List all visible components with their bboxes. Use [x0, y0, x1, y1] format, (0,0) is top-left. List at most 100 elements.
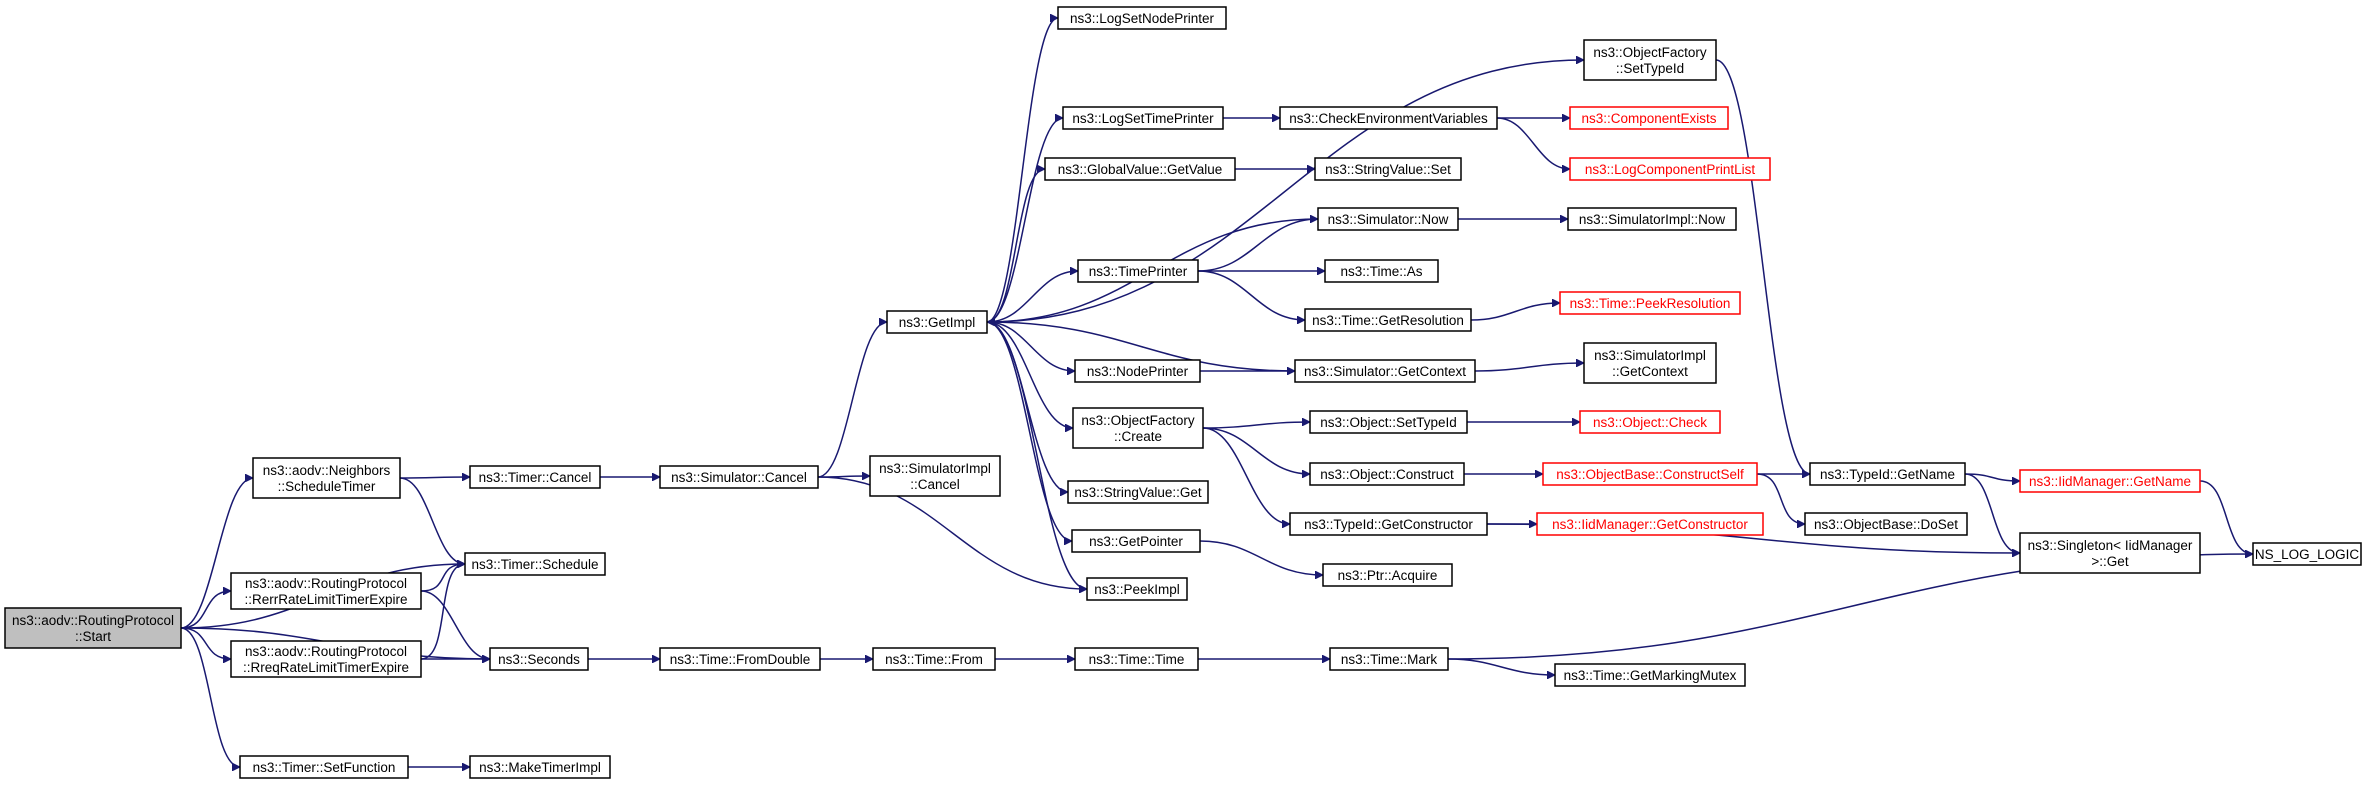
node-box — [659, 647, 821, 671]
node-iidgetconstructor[interactable]: ns3::IidManager::GetConstructor — [1536, 512, 1764, 536]
node-label: ::Create — [1114, 429, 1162, 444]
node-label: ns3::NodePrinter — [1087, 364, 1189, 379]
node-timefrom[interactable]: ns3::Time::From — [872, 647, 996, 671]
node-getimpl[interactable]: ns3::GetImpl — [886, 310, 988, 334]
node-label: >::Get — [2091, 554, 2128, 569]
node-label: ns3::Seconds — [498, 652, 580, 667]
node-simnow[interactable]: ns3::Simulator::Now — [1317, 207, 1459, 231]
edge-objfactorycreate-to-objsettypeid — [1202, 422, 1310, 429]
node-peekimpl[interactable]: ns3::PeekImpl — [1086, 577, 1188, 601]
node-getpointer[interactable]: ns3::GetPointer — [1071, 529, 1201, 553]
node-label: ns3::SimulatorImpl — [1594, 348, 1706, 363]
node-getmarkingmutex[interactable]: ns3::Time::GetMarkingMutex — [1554, 663, 1746, 687]
edge-start-to-schedtimer — [180, 478, 254, 629]
node-label: ns3::Object::SetTypeId — [1320, 415, 1457, 430]
node-box — [1074, 647, 1199, 671]
node-box — [1057, 6, 1227, 30]
node-objectcheck[interactable]: ns3::Object::Check — [1579, 410, 1721, 434]
edge-getimpl-to-nodeprinter — [986, 321, 1075, 371]
node-objfactorycreate[interactable]: ns3::ObjectFactory::Create — [1072, 407, 1204, 449]
node-schedtimer[interactable]: ns3::aodv::Neighbors::ScheduleTimer — [252, 457, 401, 499]
node-box — [1569, 106, 1729, 130]
node-logcomponentprintlist[interactable]: ns3::LogComponentPrintList — [1569, 157, 1771, 181]
node-label: ns3::StringValue::Get — [1074, 485, 1202, 500]
edge-iidgetname-to-nslog — [2199, 480, 2254, 554]
node-timemark[interactable]: ns3::Time::Mark — [1329, 647, 1449, 671]
node-singletonget[interactable]: ns3::Singleton< IidManager >::Get — [2019, 532, 2201, 574]
node-objconstruct[interactable]: ns3::Object::Construct — [1309, 462, 1465, 486]
node-stringvalueget[interactable]: ns3::StringValue::Get — [1067, 480, 1209, 504]
node-box — [1289, 512, 1488, 536]
edge-rerr-to-timerschedule — [420, 564, 465, 592]
node-simimplnow[interactable]: ns3::SimulatorImpl::Now — [1567, 207, 1737, 231]
node-objsettypeid[interactable]: ns3::Object::SetTypeId — [1309, 410, 1468, 434]
edge-start-to-rerr — [180, 591, 232, 629]
node-typeidgetname[interactable]: ns3::TypeId::GetName — [1809, 462, 1966, 486]
node-constructself[interactable]: ns3::ObjectBase::ConstructSelf — [1542, 462, 1758, 486]
node-box — [1583, 342, 1717, 384]
node-simimplgetcontext[interactable]: ns3::SimulatorImpl::GetContext — [1583, 342, 1717, 384]
node-label: ns3::Object::Construct — [1320, 467, 1454, 482]
node-simcancel[interactable]: ns3::Simulator::Cancel — [659, 465, 819, 489]
edge-timeprinter-to-simnow — [1197, 219, 1318, 272]
node-label: ns3::SimulatorImpl — [879, 461, 991, 476]
node-label: ns3::Singleton< IidManager — [2028, 538, 2193, 553]
node-componentexists[interactable]: ns3::ComponentExists — [1569, 106, 1729, 130]
node-iidgetname[interactable]: ns3::IidManager::GetName — [2019, 469, 2201, 493]
node-label: ::GetContext — [1612, 364, 1688, 379]
node-logsetnodeprinter[interactable]: ns3::LogSetNodePrinter — [1057, 6, 1227, 30]
node-maketimerimpl[interactable]: ns3::MakeTimerImpl — [469, 755, 611, 779]
node-nodeprinter[interactable]: ns3::NodePrinter — [1074, 359, 1201, 383]
node-checkenv[interactable]: ns3::CheckEnvironmentVariables — [1279, 106, 1498, 130]
node-nslog[interactable]: NS_LOG_LOGIC — [2252, 542, 2362, 566]
node-label: ns3::Ptr::Acquire — [1338, 568, 1438, 583]
node-label: ::SetTypeId — [1616, 61, 1684, 76]
edge-getimpl-to-objfactorycreate — [986, 321, 1074, 428]
node-setfunction[interactable]: ns3::Timer::SetFunction — [239, 755, 409, 779]
node-box — [1067, 480, 1209, 504]
node-seconds[interactable]: ns3::Seconds — [489, 647, 589, 671]
node-box — [1086, 577, 1188, 601]
node-label: ns3::StringValue::Set — [1325, 162, 1451, 177]
node-label: ns3::ObjectBase::DoSet — [1814, 517, 1958, 532]
node-peekresolution[interactable]: ns3::Time::PeekResolution — [1559, 291, 1741, 315]
node-logsettimeprinter[interactable]: ns3::LogSetTimePrinter — [1062, 106, 1224, 130]
node-start[interactable]: ns3::aodv::RoutingProtocol::Start — [4, 607, 182, 649]
node-label: ns3::Timer::Schedule — [471, 557, 598, 572]
node-stringvalueset[interactable]: ns3::StringValue::Set — [1314, 157, 1462, 181]
node-timerschedule[interactable]: ns3::Timer::Schedule — [464, 552, 606, 576]
node-fromdouble[interactable]: ns3::Time::FromDouble — [659, 647, 821, 671]
node-box — [4, 607, 182, 649]
node-timeas[interactable]: ns3::Time::As — [1324, 259, 1439, 283]
node-box — [1317, 207, 1459, 231]
node-box — [1044, 157, 1236, 181]
node-rreq[interactable]: ns3::aodv::RoutingProtocol::RreqRateLimi… — [230, 640, 422, 678]
node-label: ns3::IidManager::GetName — [2029, 474, 2191, 489]
node-timetime[interactable]: ns3::Time::Time — [1074, 647, 1199, 671]
edge-objfactorycreate-to-objconstruct — [1202, 427, 1310, 474]
node-globalvalue[interactable]: ns3::GlobalValue::GetValue — [1044, 157, 1236, 181]
node-simgetcontext[interactable]: ns3::Simulator::GetContext — [1294, 359, 1476, 383]
node-ptracquire[interactable]: ns3::Ptr::Acquire — [1322, 563, 1453, 587]
node-timeprinter[interactable]: ns3::TimePrinter — [1077, 259, 1199, 283]
node-getconstructor[interactable]: ns3::TypeId::GetConstructor — [1289, 512, 1488, 536]
node-label: ns3::TypeId::GetName — [1820, 467, 1955, 482]
node-label: ns3::ComponentExists — [1581, 111, 1716, 126]
node-factorysettypeid[interactable]: ns3::ObjectFactory::SetTypeId — [1583, 39, 1717, 81]
node-simimplcancel[interactable]: ns3::SimulatorImpl::Cancel — [869, 455, 1001, 497]
node-box — [1324, 259, 1439, 283]
node-rerr[interactable]: ns3::aodv::RoutingProtocol::RerrRateLimi… — [230, 572, 422, 610]
node-box — [239, 755, 409, 779]
node-label: ::Start — [75, 629, 111, 644]
node-label: ns3::Simulator::Now — [1328, 212, 1449, 227]
node-getresolution[interactable]: ns3::Time::GetResolution — [1304, 308, 1472, 332]
node-label: ns3::ObjectFactory — [1593, 45, 1707, 60]
node-box — [1567, 207, 1737, 231]
node-doset[interactable]: ns3::ObjectBase::DoSet — [1804, 512, 1968, 536]
node-box — [469, 465, 601, 489]
node-box — [1294, 359, 1476, 383]
node-label: ns3::Simulator::GetContext — [1304, 364, 1466, 379]
node-box — [1322, 563, 1453, 587]
node-timercancel[interactable]: ns3::Timer::Cancel — [469, 465, 601, 489]
